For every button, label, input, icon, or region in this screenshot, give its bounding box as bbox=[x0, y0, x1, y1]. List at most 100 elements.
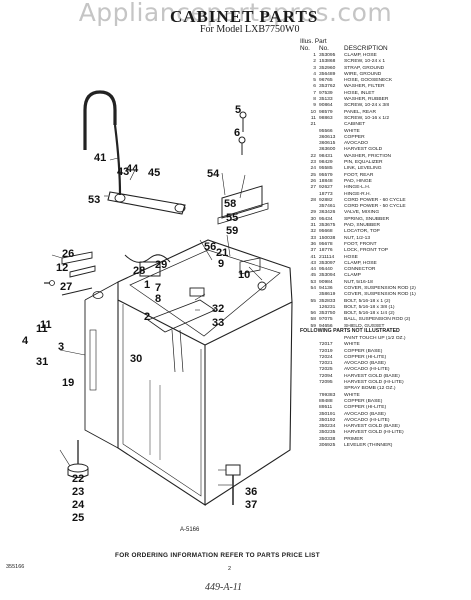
gooseneck-hose bbox=[83, 90, 117, 145]
part-no: 18773 bbox=[319, 191, 333, 197]
callout-33: 33 bbox=[212, 317, 224, 329]
part-desc: COVER, SUSPENSION ROD (2) bbox=[344, 285, 416, 291]
callout-29: 29 bbox=[155, 259, 167, 271]
callout-28: 28 bbox=[133, 265, 145, 277]
part-no: 352960 bbox=[319, 65, 336, 71]
part-desc: VALVE, MIXING bbox=[344, 210, 380, 216]
part-no: 98429 bbox=[319, 160, 333, 166]
illus-no: 4 bbox=[313, 71, 316, 77]
suspension-cover bbox=[221, 185, 263, 219]
callout-6: 6 bbox=[234, 127, 240, 139]
illus-no: 5 bbox=[313, 78, 316, 84]
part-desc: CORD POWER - 50 CYCLE bbox=[344, 204, 406, 210]
part-no: 211114 bbox=[319, 254, 335, 260]
part-no: 150038 bbox=[319, 235, 336, 241]
illus-no: 41 bbox=[310, 254, 316, 260]
cabinet-side bbox=[204, 301, 293, 506]
part-desc: PANEL, REAR bbox=[344, 109, 376, 115]
part-desc: CORD POWER - 60 CYCLE bbox=[344, 197, 406, 203]
callout-19: 19 bbox=[62, 377, 74, 389]
part-no: 353097 bbox=[319, 260, 336, 266]
part-no: 306925 bbox=[319, 443, 336, 449]
page-subtitle: For Model LXB7750W0 bbox=[200, 24, 300, 35]
part-desc: HOSE bbox=[344, 254, 358, 260]
illus-no: 31 bbox=[310, 223, 316, 229]
part-desc: AVOCADO (HI-LITE) bbox=[344, 367, 390, 373]
col-no-label: No. bbox=[300, 45, 310, 52]
part-desc: NUT, 5/16-18 bbox=[344, 279, 373, 285]
part-no: 95668 bbox=[319, 229, 333, 235]
part-no: 95678 bbox=[319, 241, 333, 247]
illus-no: 21 bbox=[310, 122, 316, 128]
mixing-valve bbox=[139, 261, 161, 277]
part-no: 72021 bbox=[319, 361, 333, 367]
callout-7: 7 bbox=[155, 282, 161, 294]
part-no: 153868 bbox=[319, 59, 336, 65]
part-no: 356489 bbox=[319, 71, 336, 77]
page-title: CABINET PARTS bbox=[170, 7, 319, 26]
callout-53: 53 bbox=[88, 194, 100, 206]
callout-58: 58 bbox=[224, 198, 236, 210]
part-desc: WASHER, FILTER bbox=[344, 84, 385, 90]
illus-no: 58 bbox=[310, 317, 316, 323]
illus-no: 9 bbox=[313, 103, 316, 109]
part-no: 97075 bbox=[319, 317, 333, 323]
part-desc: HARVEST GOLD bbox=[344, 147, 383, 153]
part-no: 350192 bbox=[319, 417, 336, 423]
callout-59: 59 bbox=[226, 225, 238, 237]
connector-44 bbox=[107, 191, 186, 215]
illus-no: 33 bbox=[310, 235, 316, 241]
part-desc: AVOCADO (BASE) bbox=[344, 361, 386, 367]
snubber-pad bbox=[147, 299, 216, 333]
part-desc: PAD, HINGE bbox=[344, 178, 372, 184]
illus-no: 10 bbox=[310, 109, 316, 115]
part-desc: HARVEST GOLD (BASE) bbox=[344, 424, 400, 430]
part-desc: LOCK, FRONT TOP bbox=[344, 248, 389, 254]
part-desc: COPPER (HI-LITE) bbox=[344, 405, 387, 411]
illus-no: 22 bbox=[310, 153, 316, 159]
part-desc: HINGE-L.H. bbox=[344, 185, 371, 191]
callout-labels: 5 6 41 43 44 45 53 54 58 55 59 26 12 27 … bbox=[22, 104, 257, 524]
part-desc: LOCATOR, TOP bbox=[344, 229, 380, 235]
illus-no: 26 bbox=[310, 178, 316, 184]
callout-54: 54 bbox=[207, 168, 220, 180]
illus-no: 44 bbox=[310, 267, 316, 273]
part-no: 18848 bbox=[319, 178, 333, 184]
part-desc: COPPER bbox=[344, 134, 365, 140]
handwritten-note: 449-A-11 bbox=[205, 582, 243, 593]
part-desc: WIRE, GROUND bbox=[344, 71, 382, 77]
part-desc: SCREW, 10-24 x 1 bbox=[344, 59, 386, 65]
cabinet-top bbox=[117, 239, 293, 346]
part-no: 94656 bbox=[319, 323, 333, 329]
part-desc: BOLT, 5/16-18 x 1/4 (2) bbox=[344, 311, 395, 317]
callout-31: 31 bbox=[36, 356, 48, 368]
part-desc: CLAMP bbox=[344, 273, 361, 279]
illus-no: 8 bbox=[313, 97, 316, 103]
